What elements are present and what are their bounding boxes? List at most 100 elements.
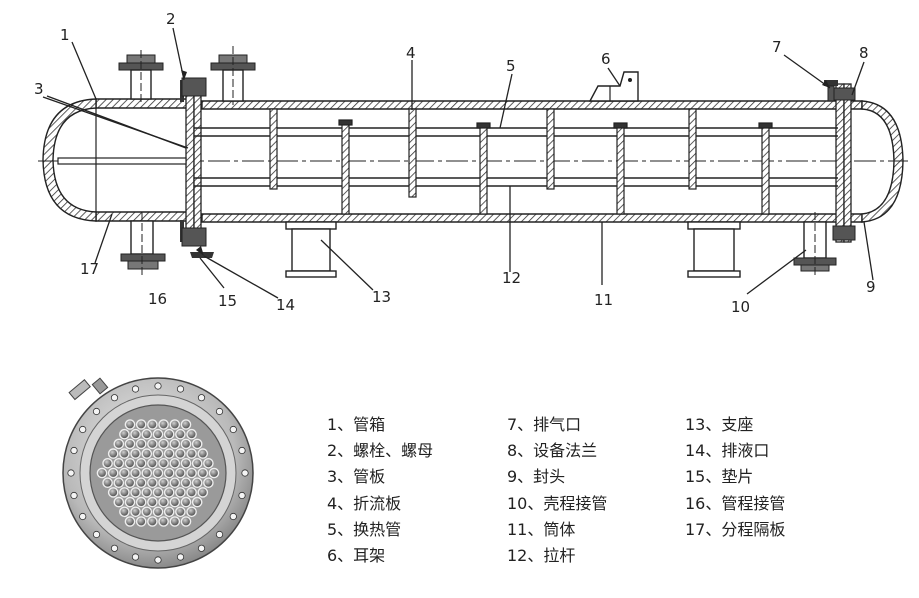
right-flange (832, 83, 856, 243)
legend-item: 2、螺栓、螺母 (327, 441, 434, 461)
tube-hole (186, 487, 197, 498)
shell-body (42, 98, 904, 223)
tube-hole (124, 438, 136, 450)
tube-hole (197, 448, 209, 459)
tube-hole (158, 477, 169, 489)
tube-hole (152, 448, 164, 459)
heat-exchange-tubes (194, 127, 838, 187)
tube-hole (180, 477, 192, 489)
bolt-hole (110, 394, 119, 402)
bolt-hole (229, 512, 237, 521)
legend-item: 9、封头 (507, 467, 566, 487)
tube-hole (186, 506, 197, 518)
saddle-support-left (285, 221, 337, 278)
tube-side-nozzle-top-2 (210, 46, 256, 105)
tube-hole (119, 428, 130, 440)
bolt-hole (238, 491, 246, 500)
tube-hole (124, 496, 136, 508)
bolt-hole (67, 469, 75, 477)
legend-item: 10、壳程接管 (507, 493, 608, 513)
shell-side-nozzle (793, 212, 837, 275)
tube-hole (141, 448, 153, 459)
tube-hole (175, 506, 186, 518)
tube-hole (158, 496, 169, 508)
tube-hole (119, 448, 130, 459)
tube-hole (175, 487, 186, 498)
tube-hole (141, 467, 153, 479)
tube-hole (169, 516, 181, 527)
bolt-hole (79, 512, 87, 521)
tube-hole (96, 467, 108, 479)
callout-8: 8 (859, 44, 869, 62)
tube-hole (135, 438, 147, 450)
tube-hole (102, 477, 113, 489)
bolt-hole (241, 469, 249, 477)
bolt-hole (197, 544, 206, 552)
tube-hole (180, 419, 192, 430)
tube-hole (147, 496, 158, 508)
tube-hole (180, 438, 192, 450)
callout-7: 7 (772, 38, 782, 56)
callout-2: 2 (166, 10, 176, 28)
tube-hole (175, 467, 186, 479)
callout-11: 11 (594, 291, 614, 309)
tube-sheet (180, 77, 214, 258)
tube-hole (186, 428, 197, 440)
tube-hole (119, 487, 130, 498)
tube-hole (130, 467, 141, 479)
tube-hole (135, 496, 147, 508)
tube-side-nozzle-bottom (120, 212, 166, 275)
tube-hole (175, 448, 186, 459)
tube-hole (119, 467, 130, 479)
tube-hole (147, 477, 158, 489)
tube-hole (163, 448, 175, 459)
tube-hole (124, 516, 136, 527)
legend-item: 7、排气口 (507, 415, 582, 434)
tube-hole (169, 457, 181, 469)
legend-column-1: 1、管箱 2、螺栓、螺母 3、管板 4、折流板 5、换热管 6、耳架 (327, 412, 527, 569)
tube-hole (147, 438, 158, 450)
tube-hole (135, 457, 147, 469)
tube-hole (191, 457, 203, 469)
bolt-hole (229, 425, 237, 434)
bolt-hole (238, 446, 246, 455)
tube-hole (169, 419, 181, 430)
tube-hole (124, 419, 136, 430)
callout-15: 15 (218, 292, 238, 310)
flange-end-view (62, 377, 254, 569)
tube-hole (152, 487, 164, 498)
legend-item: 13、支座 (685, 415, 754, 434)
tube-hole (191, 496, 203, 508)
bolt-hole (92, 407, 101, 416)
saddle-support-right (687, 221, 741, 278)
tube-hole (158, 419, 169, 430)
bolt-hole (197, 394, 206, 402)
tube-hole (180, 496, 192, 508)
legend-item: 5、换热管 (327, 519, 402, 539)
legend-item: 15、垫片 (685, 467, 754, 487)
tube-hole (203, 457, 214, 469)
tube-hole (107, 487, 119, 498)
bolt-hole (176, 553, 185, 561)
legend-item: 3、管板 (327, 467, 386, 487)
tube-hole (169, 477, 181, 489)
callout-9: 9 (866, 278, 876, 296)
ear-support (588, 71, 639, 102)
tube-hole (152, 428, 164, 440)
tube-hole (135, 477, 147, 489)
tube-hole (191, 438, 203, 450)
legend-column-2: 7、排气口 8、设备法兰 9、封头 10、壳程接管 11、筒体 12、拉杆 (507, 412, 707, 569)
tube-hole (197, 487, 209, 498)
bolt-hole (131, 385, 140, 393)
tube-hole (203, 477, 214, 489)
legend-item: 1、管箱 (327, 415, 386, 434)
tube-hole (158, 457, 169, 469)
tube-hole (141, 506, 153, 518)
callout-4: 4 (406, 44, 416, 62)
tube-hole (163, 506, 175, 518)
bolt-hole (70, 446, 78, 455)
bolt-hole (110, 544, 119, 552)
callout-17: 17 (80, 260, 100, 278)
tube-hole (147, 419, 158, 430)
